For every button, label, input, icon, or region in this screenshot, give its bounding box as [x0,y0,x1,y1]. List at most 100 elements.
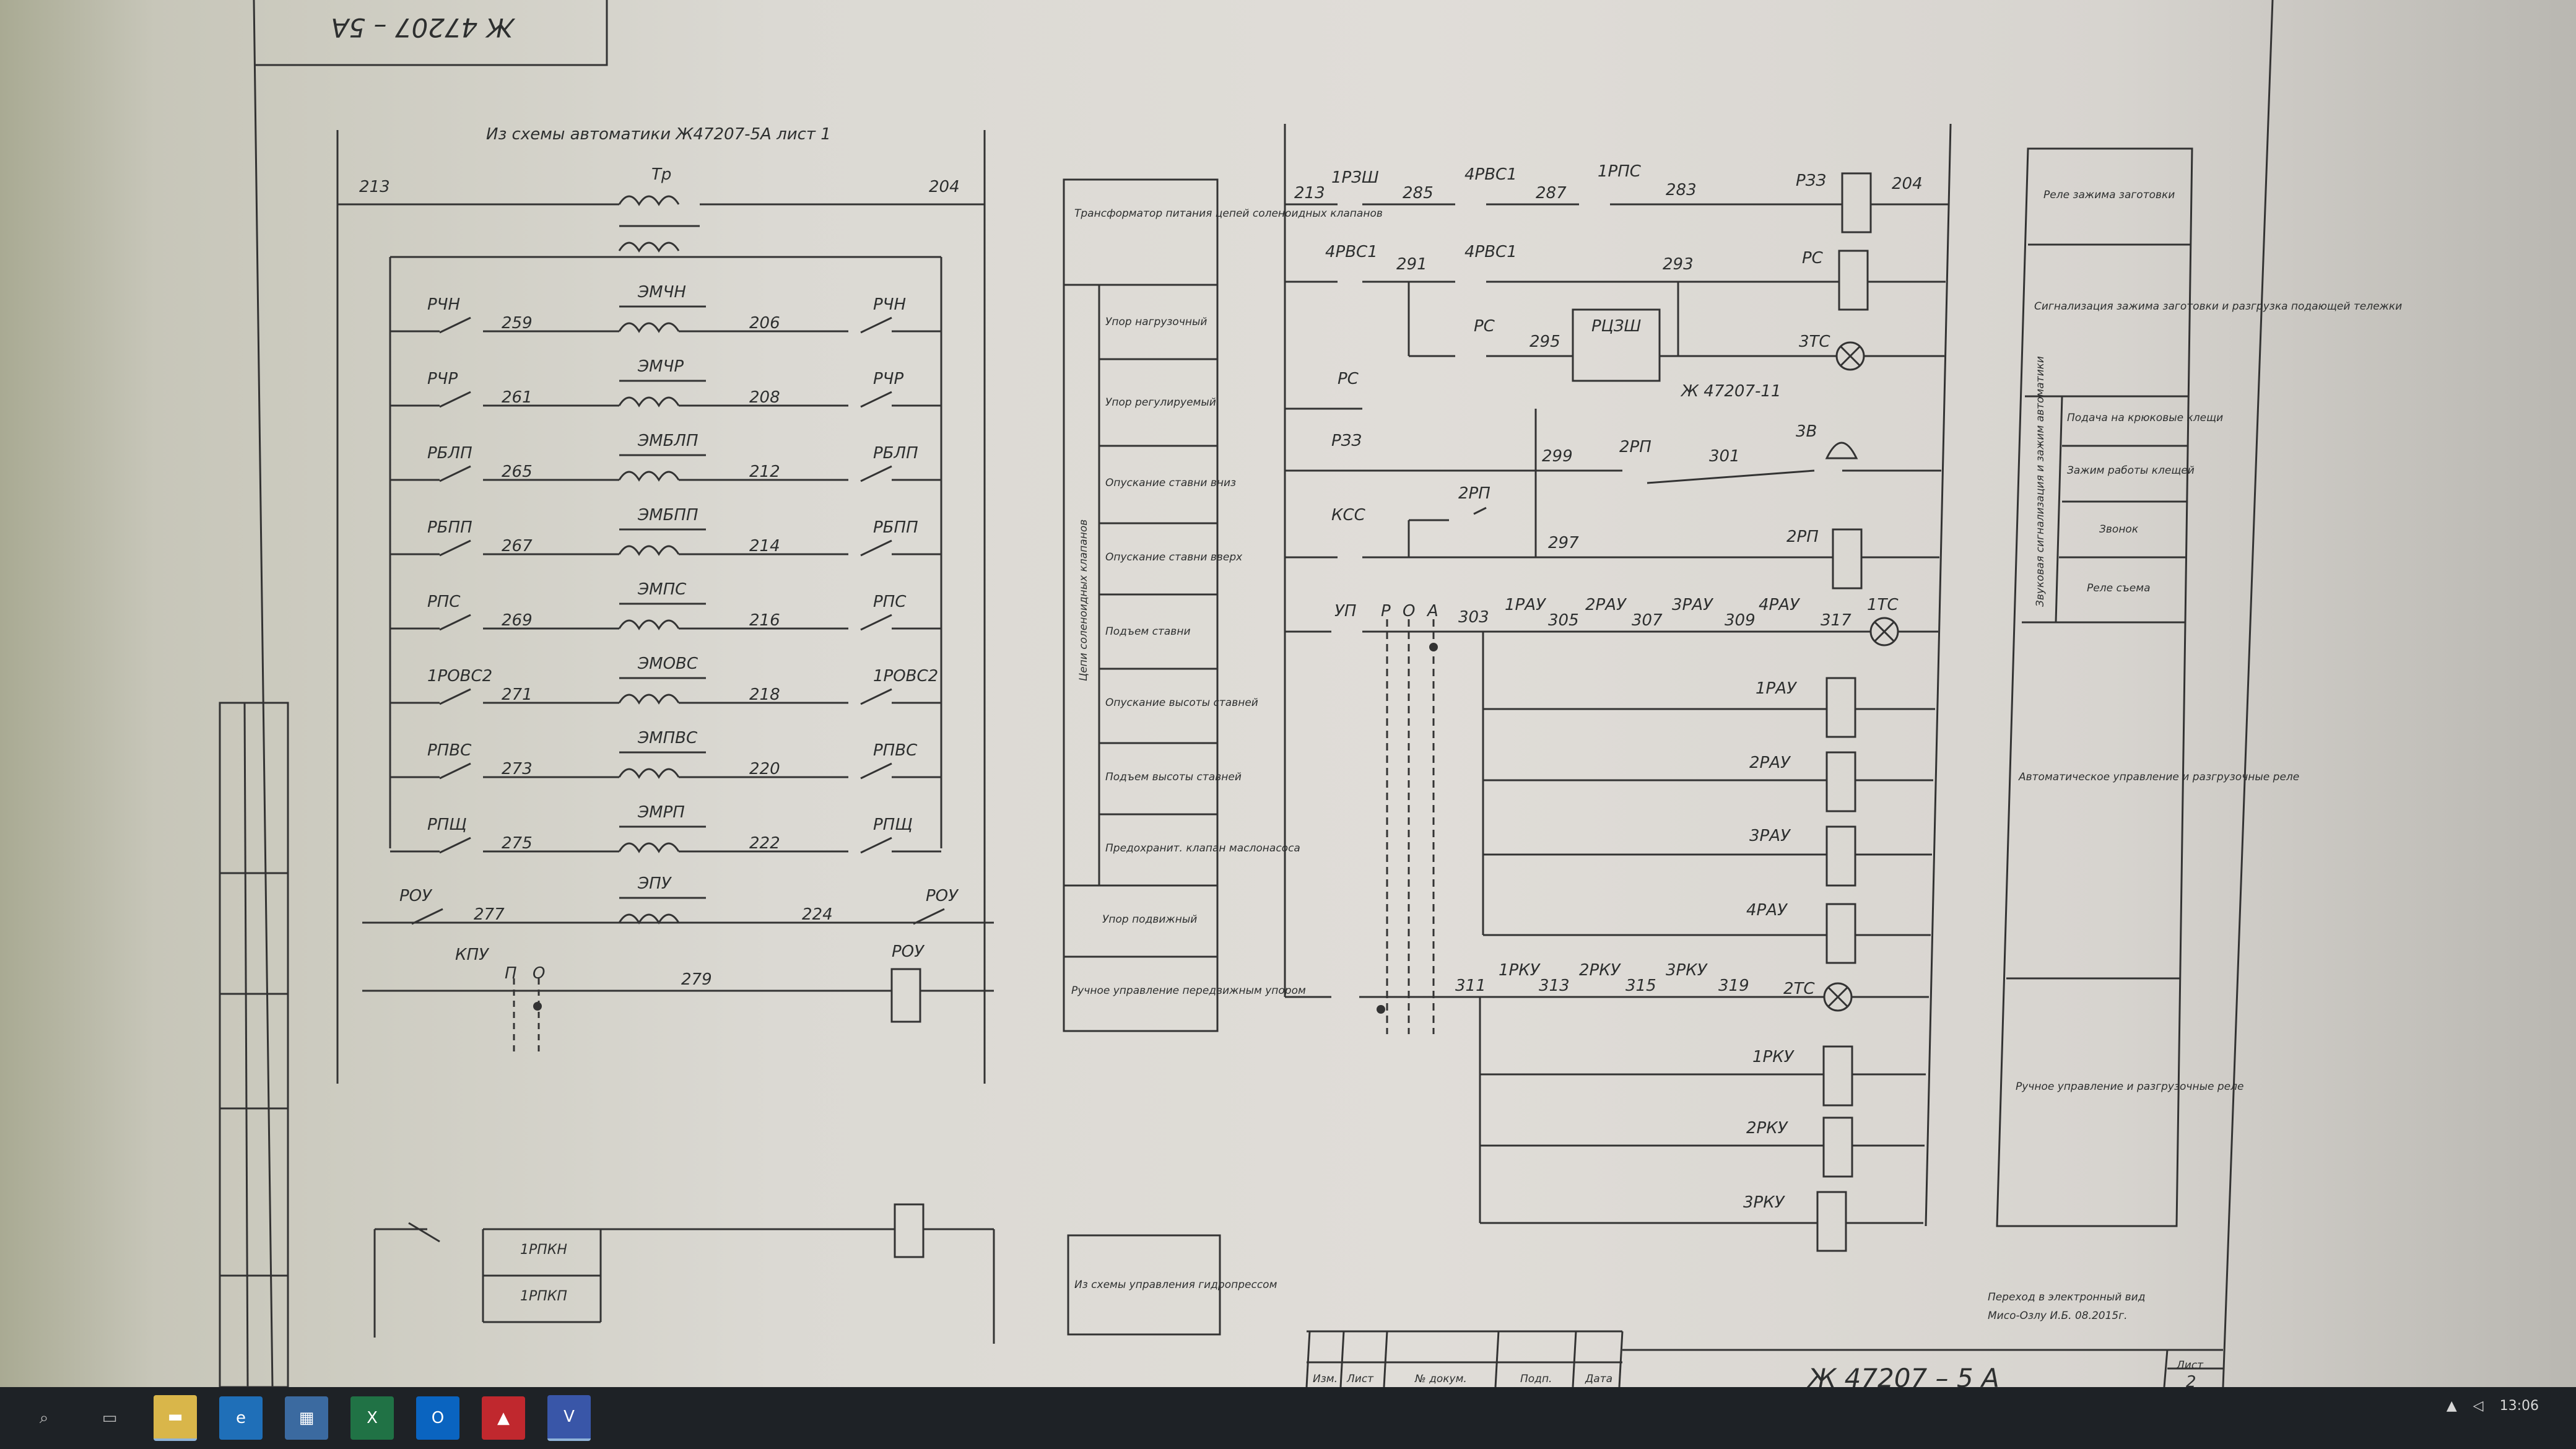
rt-row-2: Подача на крюковые клещи [2067,412,2223,424]
search-icon[interactable]: ⌕ [39,1408,49,1427]
row-contact-right: 1РОВС2 [873,667,938,685]
coil-symbol [618,619,680,630]
volume-icon[interactable]: ◁ [2473,1398,2484,1414]
coil-2rau: 2РАУ [1749,754,1791,772]
coil-symbol [618,842,680,853]
wire-311: 311 [1455,977,1486,995]
visio-icon[interactable]: V [547,1395,591,1441]
row-contact-left: РБЛП [427,444,472,463]
contact-symbol [860,762,892,780]
row-coil-label: ЭМЧР [637,357,684,376]
mid-row-0: Трансформатор питания цепей соленоидных … [1074,207,1383,220]
contact-1rku: 1РКУ [1499,961,1541,980]
ktu-label: КПУ [455,946,490,964]
row-wire-left: 267 [502,537,533,555]
mid-row-8: Предохранит. клапан маслонасоса [1105,842,1300,855]
coil-symbol [618,322,680,333]
row-contact-right: РПВС [873,741,918,760]
mid-group-label: Цепи соленоидных клапанов [1077,520,1090,681]
wire-317: 317 [1821,611,1852,630]
contact-symbol [439,688,471,705]
contact-2rku: 2РКУ [1579,961,1622,980]
contact-symbol [439,614,471,631]
wire-279: 279 [681,970,712,989]
row-wire-right: 216 [749,611,780,630]
pdf-icon[interactable]: ▲ [482,1396,525,1440]
mid-row-5: Подъем ставни [1105,625,1191,638]
row-contact-left: РПВС [427,741,472,760]
coil-symbol [618,768,680,779]
bottom-coil-1: 1РПКН [520,1242,567,1258]
mid-row-3: Опускание ставни вниз [1105,477,1236,489]
contact-4rau: 4РАУ [1759,596,1801,614]
contact-2rp-2: 2РП [1458,484,1490,503]
mid-bottom-note: Из схемы управления гидропрессом [1074,1279,1277,1291]
wire-309: 309 [1725,611,1756,630]
mid-row-10: Ручное управление передвижным упором [1071,985,1306,997]
rt-row-6: Автоматическое управление и разгрузочные… [2018,771,2299,783]
row-wire-right: 222 [749,834,780,853]
mid-row-7: Подъем высоты ставней [1105,771,1242,783]
footer-note-1: Переход в электронный вид [1988,1291,2145,1303]
wire-287: 287 [1536,184,1567,202]
row-contact-left: РПС [427,593,461,611]
row-wire-right: 220 [749,760,780,778]
row-wire-left: 259 [502,314,533,333]
contact-symbol [439,762,471,780]
clock[interactable]: 13:06 [2499,1398,2539,1414]
mid-row-2: Упор регулируемый [1105,396,1216,409]
switch-pos-o: О [1403,602,1415,620]
row-contact-left: РОУ [399,887,433,905]
row-contact-right: РОУ [926,887,959,905]
electrical-schematic: Ж 47207 – 5А Из схемы автоматики Ж47207-… [219,0,2402,1393]
row-contact-left: РБПП [427,518,472,537]
row-coil-label: ЭМЧН [637,283,686,302]
stamp-col-2: № докум. [1414,1373,1467,1385]
row-contact-left: РПЩ [427,816,467,834]
stamp-col-4: Дата [1585,1373,1612,1385]
contact-1rau: 1РАУ [1505,596,1547,614]
contact-symbol [411,908,443,925]
wire-301: 301 [1709,447,1740,466]
contact-1rzsh: 1РЗШ [1331,168,1379,187]
task-view-icon[interactable]: ▭ [102,1409,118,1427]
reference-label: Ж 47207-11 [1680,382,1781,401]
contact-1rpc: 1РПС [1598,162,1642,181]
rt-row-7: Ручное управление и разгрузочные реле [2016,1081,2243,1093]
windows-taskbar: ⌕ ▭ ▬ e ▦ X O ▲ V ▲ ◁ 13:06 [0,1387,2576,1449]
wire-285: 285 [1403,184,1434,202]
wire-303: 303 [1458,608,1489,627]
node-204-left: 204 [929,178,960,196]
edge-icon[interactable]: e [219,1396,263,1440]
row-contact-left: РЧР [427,370,458,388]
row-contact-right: РПЩ [873,816,913,834]
rt-row-4: Звонок [2099,523,2139,536]
lamp-3ts-label: 3ТС [1799,333,1830,351]
row-coil-label: ЭМОВС [637,655,698,673]
file-explorer-icon[interactable]: ▬ [154,1395,197,1441]
row-contact-right: РПС [873,593,907,611]
rt-row-5: Реле съема [2087,582,2151,594]
stamp-col-3: Подп. [1520,1373,1552,1385]
mid-row-4: Опускание ставни вверх [1105,551,1243,564]
network-icon[interactable]: ▲ [2446,1398,2457,1414]
node-204-right: 204 [1892,175,1923,193]
contact-rzz: РЗЗ [1331,432,1362,450]
contact-symbol [860,837,892,854]
row-coil-label: ЭМРП [637,803,685,822]
lamp-2ts-icon [1823,982,1853,1012]
top-drawing-code: Ж 47207 – 5А [331,12,516,43]
outlook-icon[interactable]: O [416,1396,459,1440]
app-icon[interactable]: ▦ [285,1396,328,1440]
excel-icon[interactable]: X [350,1396,394,1440]
coil-rou-label: РОУ [892,942,925,961]
contact-symbol [860,316,892,334]
row-wire-left: 265 [502,463,533,481]
coil-3rau: 3РАУ [1749,827,1791,845]
contact-2rp: 2РП [1619,438,1651,456]
coil-2rku: 2РКУ [1746,1119,1789,1138]
row-contact-left: РЧН [427,295,460,314]
footer-note-2: Мисо-Озлу И.Б. 08.2015г. [1988,1310,2128,1322]
contact-symbol [439,837,471,854]
contact-2rau: 2РАУ [1585,596,1627,614]
